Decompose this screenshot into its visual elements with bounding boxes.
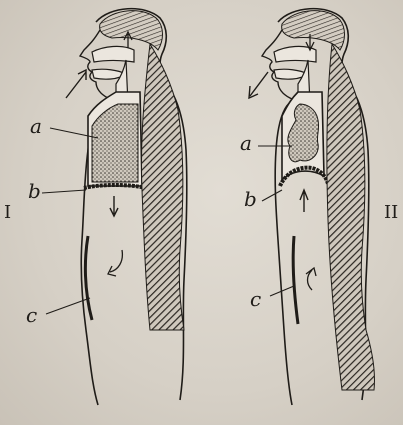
figure-1-nasal-cavity — [92, 46, 134, 62]
figure-2-diaphragm-arrow — [300, 190, 308, 212]
figure-1-label-c: c — [26, 303, 37, 327]
figure-1: a b c I — [4, 9, 187, 405]
figure-2-leader-b — [262, 190, 282, 201]
figure-2-abdominal-wall — [293, 236, 298, 324]
figure-1-hair — [100, 11, 163, 50]
figure-2-abdomen-arrow — [306, 268, 316, 290]
figure-2-label-c: c — [250, 287, 261, 311]
figure-2: a b c II — [240, 9, 398, 405]
figure-2-label-a: a — [240, 131, 252, 155]
figure-2-label-b: b — [244, 187, 257, 211]
figure-1-abdominal-wall — [85, 236, 92, 320]
figure-1-spine-muscle — [141, 44, 184, 330]
figure-1-abdomen-arrow — [108, 250, 122, 276]
figure-1-leader-b — [42, 190, 86, 193]
figure-1-numeral: I — [4, 202, 11, 223]
figure-1-face — [80, 30, 112, 100]
figure-1-label-a: a — [30, 114, 42, 138]
figure-1-label-b: b — [28, 179, 41, 203]
figure-1-inhale-arrow — [66, 70, 86, 98]
figure-2-exhale-arrow — [249, 72, 268, 98]
figure-2-numeral: II — [384, 202, 398, 223]
figure-2-face — [262, 30, 294, 100]
figure-1-diaphragm-arrow — [110, 196, 118, 216]
figure-2-spine-muscle — [327, 44, 375, 390]
